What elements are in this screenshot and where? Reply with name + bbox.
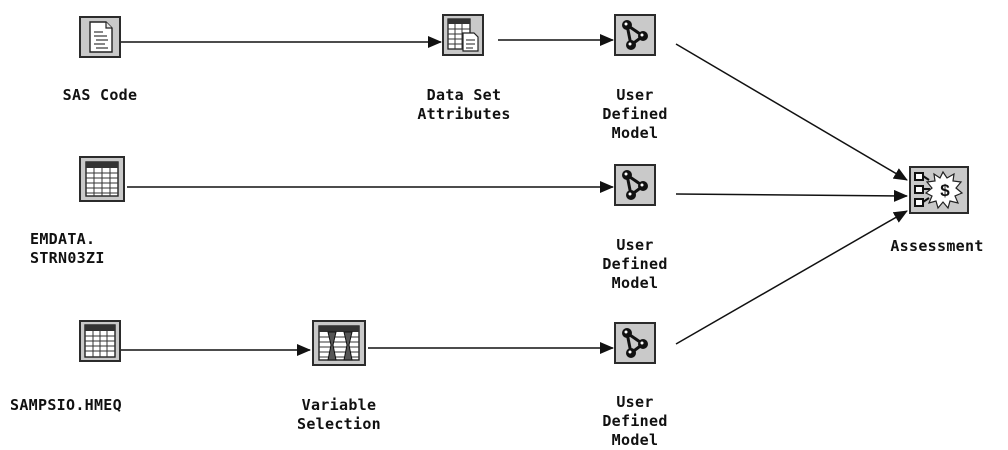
assessment-icon: $ xyxy=(914,170,964,210)
sas-code-node[interactable] xyxy=(79,16,121,58)
variable-selection-label: Variable Selection xyxy=(297,396,381,433)
emdata-strn03zi-label: EMDATA. STRN03ZI xyxy=(30,230,105,267)
user-defined-model-1-node[interactable] xyxy=(614,14,656,56)
sampsio-hmeq-node[interactable] xyxy=(79,320,121,362)
code-document-icon xyxy=(89,21,113,53)
data-set-attributes-icon xyxy=(447,18,479,52)
network-model-icon xyxy=(622,20,648,50)
emdata-strn03zi-node[interactable] xyxy=(79,156,125,202)
sampsio-hmeq-label: SAMPSIO.HMEQ xyxy=(10,396,122,414)
connector-user-model-3-to-assessment xyxy=(675,210,908,345)
data-table-icon xyxy=(85,161,119,197)
variable-selection-icon xyxy=(318,325,360,361)
sas-code-label: SAS Code xyxy=(62,86,138,104)
connector-user-model-1-to-assessment xyxy=(675,43,908,181)
assessment-node[interactable]: $ xyxy=(909,166,969,214)
svg-text:$: $ xyxy=(940,181,950,200)
network-model-icon xyxy=(622,328,648,358)
data-table-icon xyxy=(84,324,116,358)
network-model-icon xyxy=(622,170,648,200)
assessment-label: Assessment xyxy=(890,237,984,255)
user-defined-model-2-node[interactable] xyxy=(614,164,656,206)
user-defined-model-2-label: User Defined Model xyxy=(602,236,668,292)
data-set-attributes-node[interactable] xyxy=(442,14,484,56)
connector-user-model-2-to-assessment xyxy=(675,189,908,202)
user-defined-model-3-label: User Defined Model xyxy=(602,393,668,449)
user-defined-model-1-label: User Defined Model xyxy=(602,86,668,142)
data-set-attributes-label: Data Set Attributes xyxy=(417,86,511,123)
variable-selection-node[interactable] xyxy=(312,320,366,366)
user-defined-model-3-node[interactable] xyxy=(614,322,656,364)
